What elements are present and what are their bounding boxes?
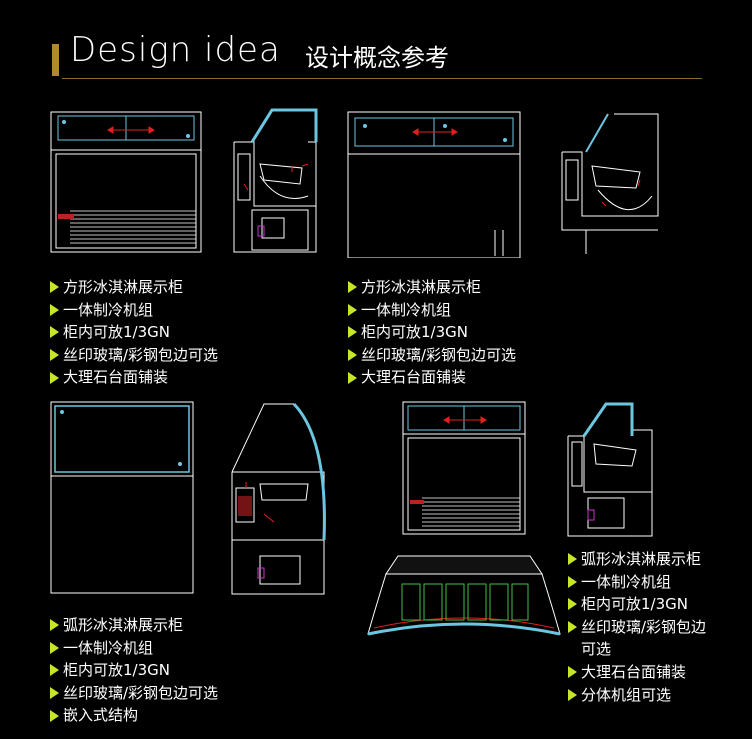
bullet-icon [50, 349, 59, 362]
cabinet-4-top-view [367, 555, 561, 636]
bullet-icon [50, 664, 59, 677]
bullet-icon [50, 303, 59, 316]
bullet-icon [50, 371, 59, 384]
list-item: 一体制冷机组 [568, 571, 728, 594]
bullet-icon [50, 641, 59, 654]
list-item: 柜内可放1/3GN [348, 321, 516, 344]
bullet-icon [348, 281, 357, 294]
list-item: 丝印玻璃/彩钢包边可选 [50, 682, 218, 705]
cabinet-1-side-view [233, 108, 318, 253]
bullet-icon [50, 619, 59, 632]
bullet-icon [568, 665, 577, 678]
cabinet-2-side-view [561, 113, 659, 254]
cabinet-1-front-view [50, 111, 202, 253]
list-item: 柜内可放1/3GN [50, 659, 218, 682]
page-title: Design idea [70, 30, 281, 70]
cabinet-3-front-view [50, 401, 194, 594]
product-4-feature-list: 弧形冰淇淋展示柜 一体制冷机组 柜内可放1/3GN 丝印玻璃/彩钢包边可选 大理… [568, 548, 728, 706]
list-item: 丝印玻璃/彩钢包边可选 [348, 344, 516, 367]
bullet-icon [568, 553, 577, 565]
bullet-icon [568, 598, 577, 611]
bullet-icon [50, 687, 59, 700]
bullet-icon [568, 575, 577, 588]
cabinet-2-front-view [347, 111, 521, 258]
list-item: 一体制冷机组 [50, 299, 218, 322]
bullet-icon [50, 709, 59, 722]
list-item: 方形冰淇淋展示柜 [50, 276, 218, 299]
product-2-feature-list: 方形冰淇淋展示柜 一体制冷机组 柜内可放1/3GN 丝印玻璃/彩钢包边可选 大理… [348, 276, 516, 389]
list-item: 弧形冰淇淋展示柜 [568, 548, 728, 571]
list-item: 丝印玻璃/彩钢包边可选 [50, 344, 218, 367]
list-item: 丝印玻璃/彩钢包边可选 [568, 616, 728, 661]
bullet-icon [348, 303, 357, 316]
product-1-feature-list: 方形冰淇淋展示柜 一体制冷机组 柜内可放1/3GN 丝印玻璃/彩钢包边可选 大理… [50, 276, 218, 389]
header-divider [62, 78, 702, 79]
bullet-icon [50, 326, 59, 339]
list-item: 弧形冰淇淋展示柜 [50, 614, 218, 637]
cabinet-4-side-view [567, 402, 653, 537]
bullet-icon [50, 281, 59, 294]
cabinet-3-side-view [231, 402, 326, 595]
bullet-icon [348, 349, 357, 362]
list-item: 分体机组可选 [568, 684, 728, 707]
product-3-feature-list: 弧形冰淇淋展示柜 一体制冷机组 柜内可放1/3GN 丝印玻璃/彩钢包边可选 嵌入… [50, 614, 218, 727]
list-item: 大理石台面铺装 [568, 661, 728, 684]
list-item: 一体制冷机组 [348, 299, 516, 322]
cabinet-4-front-view [402, 401, 526, 535]
bullet-icon [568, 620, 577, 633]
list-item: 柜内可放1/3GN [50, 321, 218, 344]
list-item: 方形冰淇淋展示柜 [348, 276, 516, 299]
page-subtitle: 设计概念参考 [305, 44, 449, 72]
list-item: 一体制冷机组 [50, 637, 218, 660]
list-item: 大理石台面铺装 [50, 366, 218, 389]
list-item: 柜内可放1/3GN [568, 593, 728, 616]
title-accent-bar [52, 44, 59, 76]
bullet-icon [348, 371, 357, 384]
bullet-icon [348, 326, 357, 339]
list-item: 大理石台面铺装 [348, 366, 516, 389]
list-item: 嵌入式结构 [50, 704, 218, 727]
bullet-icon [568, 688, 577, 701]
